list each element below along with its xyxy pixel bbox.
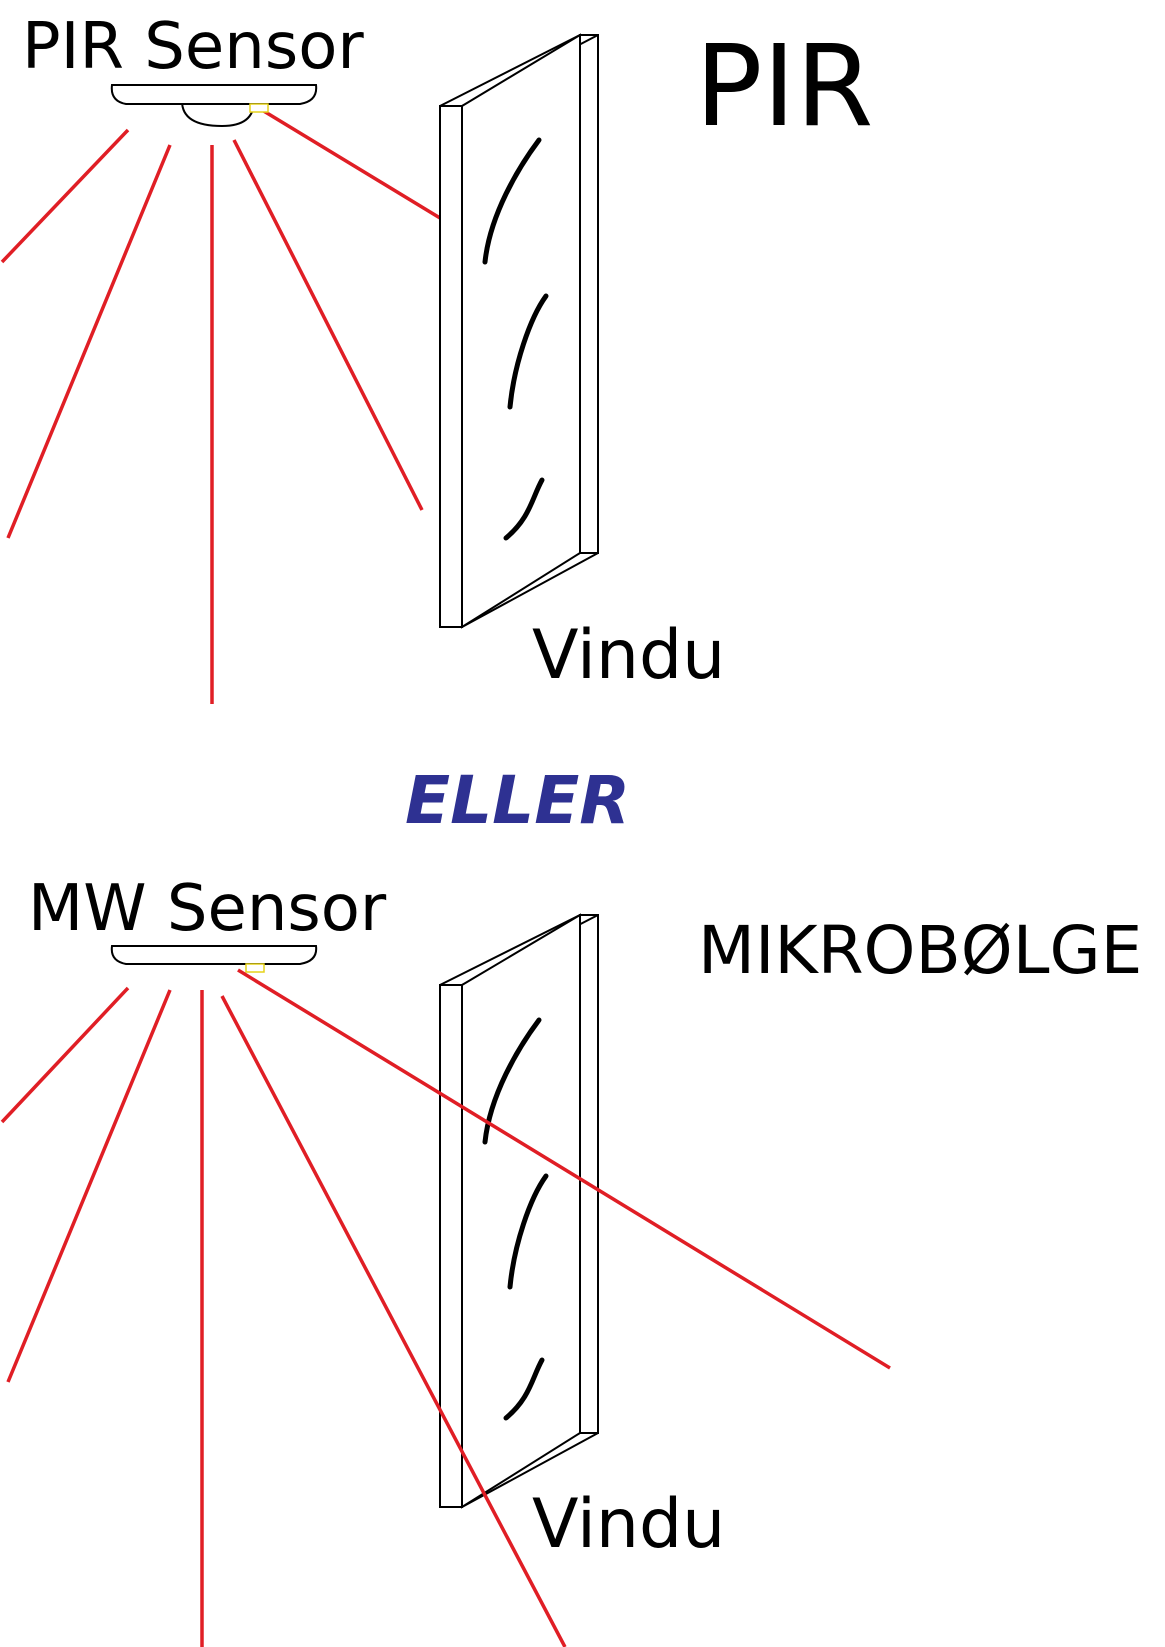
- pir-ray-blocked: [261, 108, 441, 220]
- mw-sensor-device: [110, 945, 318, 973]
- mw-window-back-edge: [579, 914, 599, 1434]
- pir-sensor-housing: [110, 84, 318, 105]
- pir-ray-1: [0, 128, 130, 264]
- pir-section: PIR Sensor PIR Vindu: [0, 10, 873, 704]
- pir-glass-glare-1: [482, 137, 542, 265]
- pir-window-pane: [461, 33, 581, 629]
- pir-sensor-device: [110, 84, 318, 128]
- mw-window-front-edge: [439, 984, 463, 1508]
- mw-ray-2: [6, 989, 172, 1383]
- pir-window: [439, 33, 599, 629]
- pir-detection-rays: [0, 108, 441, 704]
- pir-window-label: Vindu: [532, 616, 725, 695]
- mw-ray-through-window: [237, 968, 891, 1370]
- divider-label: ELLER: [405, 762, 630, 839]
- mw-sensor-led: [245, 963, 265, 973]
- pir-sensor-led: [249, 103, 269, 113]
- pir-ray-4: [232, 139, 424, 511]
- mw-section: MW Sensor MIKROBØLGE V: [0, 872, 1142, 1647]
- mw-window: [439, 913, 599, 1509]
- mw-glass-glare-2: [507, 1173, 549, 1290]
- mw-heading: MIKROBØLGE: [698, 912, 1142, 989]
- pir-glass-glare-2: [507, 293, 549, 410]
- mw-glass-glare-1: [482, 1017, 542, 1145]
- pir-ray-2: [6, 144, 172, 539]
- mw-penetrating-rays: [220, 968, 891, 1647]
- pir-window-front-edge: [439, 105, 463, 628]
- pir-window-back-edge: [579, 34, 599, 554]
- pir-glass-glare-3: [503, 477, 545, 541]
- mw-window-label: Vindu: [532, 1485, 725, 1564]
- mw-sensor-label: MW Sensor: [28, 872, 387, 946]
- pir-sensor-label: PIR Sensor: [22, 10, 364, 84]
- mw-glass-glare-3: [503, 1357, 545, 1421]
- pir-heading: PIR: [695, 22, 873, 152]
- mw-ray-1: [0, 986, 130, 1124]
- mw-detection-rays: [0, 986, 204, 1647]
- mw-ray-4: [220, 995, 567, 1647]
- mw-sensor-housing: [110, 945, 318, 965]
- mw-window-pane: [461, 913, 581, 1509]
